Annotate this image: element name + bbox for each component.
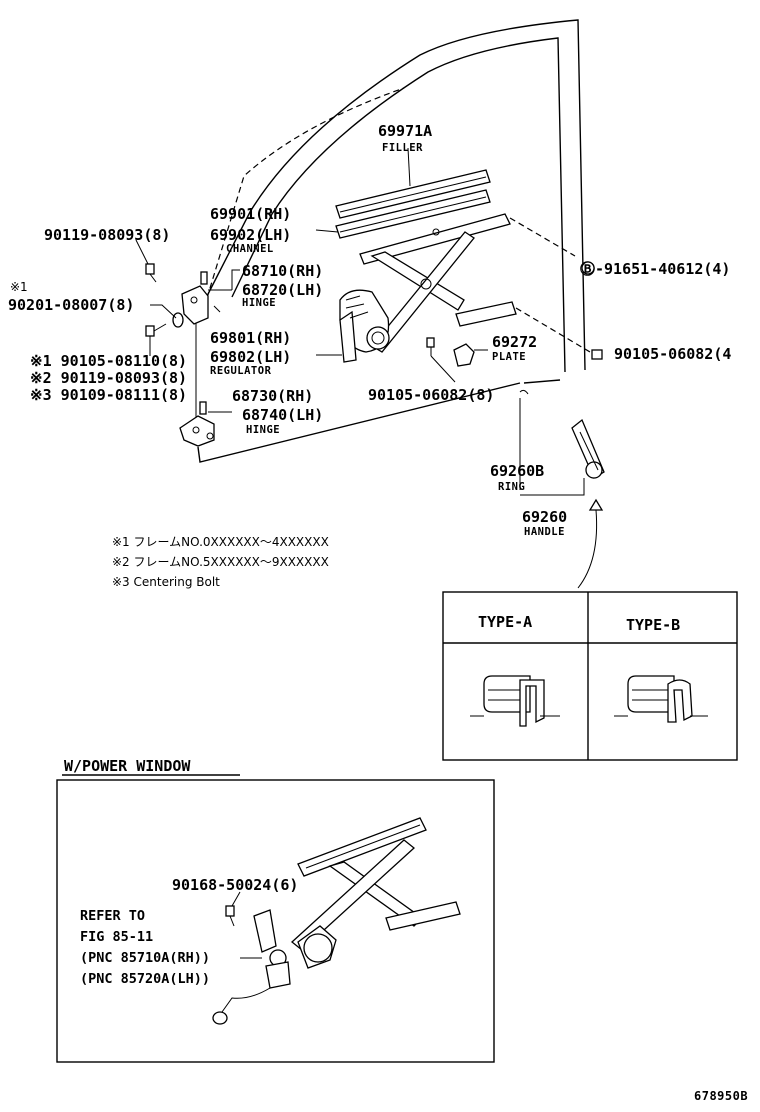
- hinge-bolt-part-number: 90201-08007(8): [8, 296, 134, 314]
- bolt-note1-part-number: ※1 90105-08110(8): [30, 352, 187, 370]
- nut-right-part-number: Ⓑ-91651-40612(4): [580, 260, 730, 278]
- center-bolt-leader: [430, 355, 456, 383]
- power-window-bolt-part-number: 90168-50024(6): [172, 876, 298, 894]
- upper-hinge-rh-part-number: 68710(RH): [242, 262, 323, 280]
- type-arrow: [577, 509, 598, 589]
- bolt-top-left: [145, 263, 157, 283]
- upper-hinge-lh-part-number: 68720(LH): [242, 281, 323, 299]
- bolt-right-part-number: 90105-06082(4: [614, 345, 731, 363]
- window-regulator: [339, 213, 517, 363]
- ring-part: [519, 389, 529, 395]
- type-b-label: TYPE-B: [626, 616, 680, 634]
- power-window-bolt-leader: [231, 891, 241, 907]
- bolt-note3-part-number: ※3 90109-08111(8): [30, 386, 187, 404]
- refer-line-4: (PNC 85720A(LH)): [80, 971, 210, 987]
- refer-line-2: FIG 85-11: [80, 929, 153, 945]
- upper-hinge-label: HINGE: [242, 297, 276, 309]
- type-b-illustration: [614, 675, 708, 723]
- bolt-top-left-leader: [135, 239, 149, 265]
- channel-label: CHANNEL: [226, 243, 274, 255]
- regulator-rh-part-number: 69801(RH): [210, 329, 291, 347]
- plate-part: [453, 343, 475, 367]
- power-window-frame: [56, 779, 495, 1063]
- filler-leader: [407, 147, 411, 187]
- note-1: ※1 フレームNO.0XXXXXX～4XXXXXX: [112, 535, 329, 549]
- refer-line-3: (PNC 85710A(RH)): [80, 950, 210, 966]
- channel-lh-part-number: 69902(LH): [210, 226, 291, 244]
- hinge-washer: [172, 312, 184, 328]
- type-a-label: TYPE-A: [478, 613, 532, 631]
- bolt-right-leader: [515, 307, 591, 353]
- filler-label: FILLER: [382, 142, 423, 154]
- nut-leader: [509, 217, 576, 257]
- handle-part-number: 69260: [522, 508, 567, 526]
- power-window-regulator: [212, 817, 461, 1025]
- note-3: ※3 Centering Bolt: [112, 575, 220, 589]
- regulator-label: REGULATOR: [210, 365, 272, 377]
- center-bolt: [426, 337, 435, 356]
- ring-label: RING: [498, 481, 525, 493]
- hinge-bracket: [231, 269, 240, 290]
- figure-number: 678950B: [694, 1089, 748, 1103]
- center-bolt-part-number: 90105-06082(8): [368, 386, 494, 404]
- channel-rh-part-number: 69901(RH): [210, 205, 291, 223]
- regulator-lh-part-number: 69802(LH): [210, 348, 291, 366]
- channel-strip: [335, 189, 491, 239]
- lower-hinge-lh-part-number: 68740(LH): [242, 406, 323, 424]
- plate-part-number: 69272: [492, 333, 537, 351]
- lower-hinge-rh-part-number: 68730(RH): [232, 387, 313, 405]
- filler-part-number: 69971A: [378, 122, 432, 140]
- channel-leader: [315, 229, 339, 233]
- handle-label: HANDLE: [524, 526, 565, 538]
- washer-leader: [150, 304, 177, 319]
- note-2: ※2 フレームNO.5XXXXXX～9XXXXXX: [112, 555, 329, 569]
- type-table: [442, 591, 738, 761]
- bolt-note2-part-number: ※2 90119-08093(8): [30, 369, 187, 387]
- power-window-bolt: [225, 905, 235, 927]
- refer-line-1: REFER TO: [80, 908, 145, 924]
- bolt-lower-left: [145, 323, 167, 337]
- lower-hinge-label: HINGE: [246, 424, 280, 436]
- upper-hinge: [181, 271, 221, 325]
- lower-hinge: [179, 401, 215, 447]
- power-window-title: W/POWER WINDOW: [64, 757, 191, 775]
- type-a-illustration: [470, 675, 560, 727]
- handle-leader: [520, 478, 585, 496]
- door-frame-outline: [195, 19, 586, 463]
- mark1-symbol: ※1: [10, 280, 28, 294]
- filler-strip: [335, 169, 491, 219]
- bolt-right: [591, 349, 603, 360]
- nut-right: [581, 261, 595, 275]
- plate-label: PLATE: [492, 351, 526, 363]
- window-handle: [571, 418, 605, 479]
- bolt-top-left-part-number: 90119-08093(8): [44, 226, 170, 244]
- ring-part-number: 69260B: [490, 462, 544, 480]
